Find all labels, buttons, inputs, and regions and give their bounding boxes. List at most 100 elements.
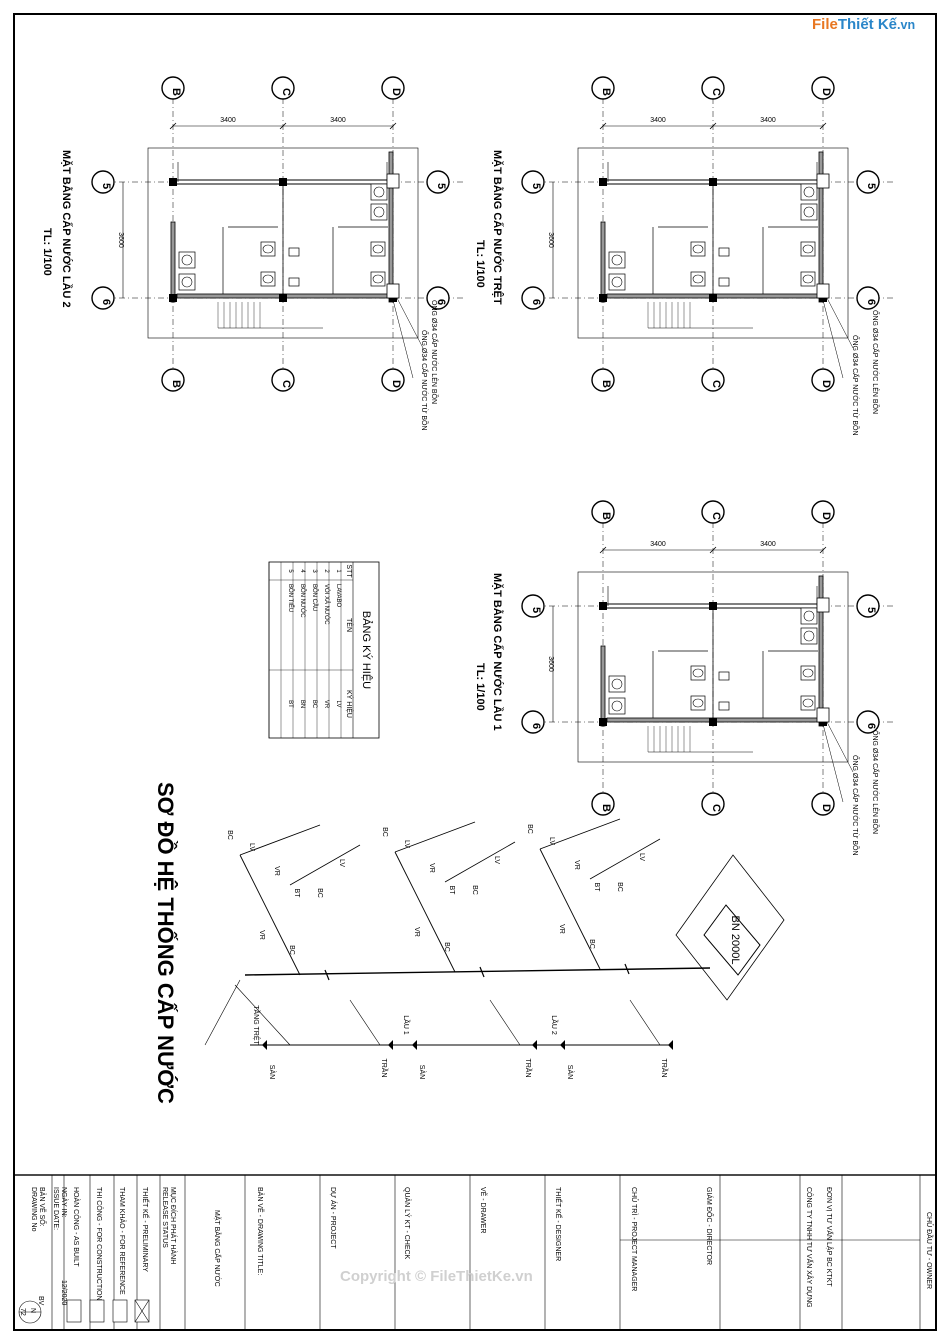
plan-lau2-toilet-3 xyxy=(370,271,386,287)
branch-1-bc2: BC xyxy=(381,827,388,837)
plan-lau2-pipe-riser-top xyxy=(386,173,400,189)
plan-lau2-toilet-1 xyxy=(260,271,276,287)
tank-label: BN 2000L xyxy=(729,916,741,965)
branch-0-bc: BC xyxy=(288,945,295,955)
plan-tret-toilet-3 xyxy=(800,271,816,287)
plan-lau2-grid-c-bottom-circle xyxy=(271,368,295,392)
plan-tret-grid-b-bottom-label: B xyxy=(600,380,612,388)
branch-1-lv: LV xyxy=(403,840,410,848)
plan-tret-grid-c-top-circle xyxy=(701,76,725,100)
plan-lau1-pipe-riser-top xyxy=(816,597,830,613)
logo-brand: File xyxy=(812,16,838,33)
plan-lau2-toilet-bowl-1 xyxy=(262,274,274,284)
plan-tret-grid-c-top-label: C xyxy=(710,88,722,96)
plan-lau1-lavabo-3 xyxy=(800,627,818,645)
plan-lau1-lavabo-bowl-1 xyxy=(611,700,623,712)
branch-2-vr2: VR xyxy=(573,860,580,870)
tb-issue-date-label: NGÀY IN: xyxy=(60,1187,67,1218)
plan-tret-dim-tick-1 xyxy=(709,122,717,130)
logo-suffix: .vn xyxy=(897,18,916,32)
legend-code-3: BN xyxy=(299,700,305,708)
plan-lau2-grid-b-top-label: B xyxy=(170,88,182,96)
plan-tret-toilet-bowl-3 xyxy=(802,274,814,284)
plan-scale-lau1: TL: 1/100 xyxy=(474,663,486,711)
plan-lau1-dim-3: 3600 xyxy=(547,656,554,672)
plan-lau1-dim-tick-2 xyxy=(819,546,827,554)
tb-consult-company: CÔNG TY TNHH TƯ VẤN XÂY DỰNG xyxy=(805,1187,812,1308)
tb-issue-date-label-en: ISSUE DATE: xyxy=(52,1187,59,1231)
branch-0-vr2: VR xyxy=(273,866,280,876)
tb-project: DỰ ÁN - PROJECT xyxy=(329,1187,336,1249)
branch-1-sub xyxy=(444,841,516,883)
tb-manager: CHỦ TRÌ - PROJECT MANAGER xyxy=(630,1187,637,1292)
plan-lau2-toilet-bowl-2 xyxy=(372,244,384,254)
plan-lau1-grid-6-right-circle xyxy=(856,710,880,734)
status-checkbox-2 xyxy=(89,1299,105,1323)
plan-lau2-grid-b-top-circle xyxy=(161,76,185,100)
plan-lau1-grid-c-bottom-circle xyxy=(701,792,725,816)
plan-lau1-grid-6-left-circle xyxy=(521,710,545,734)
plan-lau2-column-3 xyxy=(169,294,177,302)
tb-drawing-title: MẶT BẰNG CẤP NƯỚC xyxy=(213,1210,220,1287)
tb-checker: QUẢN LÝ KT - CHECK xyxy=(403,1187,410,1260)
branch-1-riser xyxy=(394,851,456,973)
plan-tret-grid-d-top-circle xyxy=(811,76,835,100)
plan-tret-grid-6-right-label: 6 xyxy=(865,299,877,305)
plan-lau2-lavabo-2 xyxy=(370,183,388,201)
legend-table: BẢNG KÝ HIỆU xyxy=(269,562,379,738)
plan-title-lau1: MẶT BẰNG CẤP NƯỚC LẦU 1 xyxy=(491,573,503,731)
branch-2-bc2: BC xyxy=(526,824,533,834)
tb-director: GIÁM ĐỐC - DIRECTOR xyxy=(705,1187,712,1266)
plan-tret-toilet-0 xyxy=(690,241,706,257)
status-checkbox-3 xyxy=(66,1299,82,1323)
plan-lau1-grid-5-right-circle xyxy=(856,594,880,618)
legend-title: BẢNG KÝ HIỆU xyxy=(360,610,372,690)
plan-lau2-grid-c-top-circle xyxy=(271,76,295,100)
plan-lau1-grid-d-bottom-circle xyxy=(811,792,835,816)
legend-code-1: VR xyxy=(323,700,329,709)
legend-name-2: BỒN CẦU xyxy=(311,584,318,611)
plan-tret-lavabo-bowl-0 xyxy=(611,254,623,266)
pipe-note-down-lau1: ỐNG Ø34 CẤP NƯỚC TỪ BỒN xyxy=(851,755,858,856)
ceiling-marker-2 xyxy=(668,1040,673,1050)
plan-tret-grid-c-bottom-circle xyxy=(701,368,725,392)
floor-label-1: LẦU 1 xyxy=(402,1015,412,1035)
branch-2-valve xyxy=(624,963,630,975)
plan-lau2-dim-1: 3400 xyxy=(220,117,236,124)
plan-tret-toilet-bowl-1 xyxy=(692,274,704,284)
branch-2-riser xyxy=(539,848,601,970)
status-check-mark-b xyxy=(134,1299,150,1323)
plan-lau2-grid-5-right-circle xyxy=(426,170,450,194)
plan-lau2-urinal-0 xyxy=(288,247,300,257)
plan-lau2-toilet-bowl-3 xyxy=(372,274,384,284)
branch-1-vr: VR xyxy=(413,927,420,937)
plan-lau1-toilet-bowl-2 xyxy=(802,668,814,678)
tb-issue-date: 12/2020 xyxy=(60,1280,67,1306)
floor-marker-1 xyxy=(412,1040,417,1050)
tb-drawing-no: BV xyxy=(37,1296,44,1306)
tb-status-4: HOÀN CÔNG - AS BUILT xyxy=(72,1187,79,1267)
branch-2-lv: LV xyxy=(548,837,555,845)
legend-stt-2: 3 xyxy=(311,569,317,573)
plan-tret-lavabo-0 xyxy=(608,251,626,269)
plan-lau1-dim-tick-1 xyxy=(709,546,717,554)
plan-lau2-leader-1 xyxy=(396,297,424,349)
branch-0-bt: BT xyxy=(293,889,300,899)
plan-lau1-grid-b-bottom-label: B xyxy=(600,804,612,812)
branch-0-bc3: BC xyxy=(316,888,323,898)
plan-lau2-toilet-2 xyxy=(370,241,386,257)
plan-scale-tret: TL: 1/100 xyxy=(474,240,486,288)
plan-lau2-lavabo-0 xyxy=(178,251,196,269)
plan-lau2-pipe-riser xyxy=(386,283,400,299)
floor-label-0: TẦNG TRỆT xyxy=(252,1005,262,1045)
plan-lau1-column-4 xyxy=(709,718,717,726)
branch-1-vr2: VR xyxy=(428,863,435,873)
plan-lau2-grid-d-bottom-circle xyxy=(381,368,405,392)
plan-lau1-lavabo-2 xyxy=(800,607,818,625)
plan-lau1-leader-1 xyxy=(826,721,854,773)
plan-lau2-grid-6-left-label: 6 xyxy=(100,299,112,305)
plan-lau2-grid-d-top-circle xyxy=(381,76,405,100)
plan-lau2-column-0 xyxy=(169,178,177,186)
plan-tret-column-4 xyxy=(709,294,717,302)
plan-lau1-grid-d-top-circle xyxy=(811,500,835,524)
